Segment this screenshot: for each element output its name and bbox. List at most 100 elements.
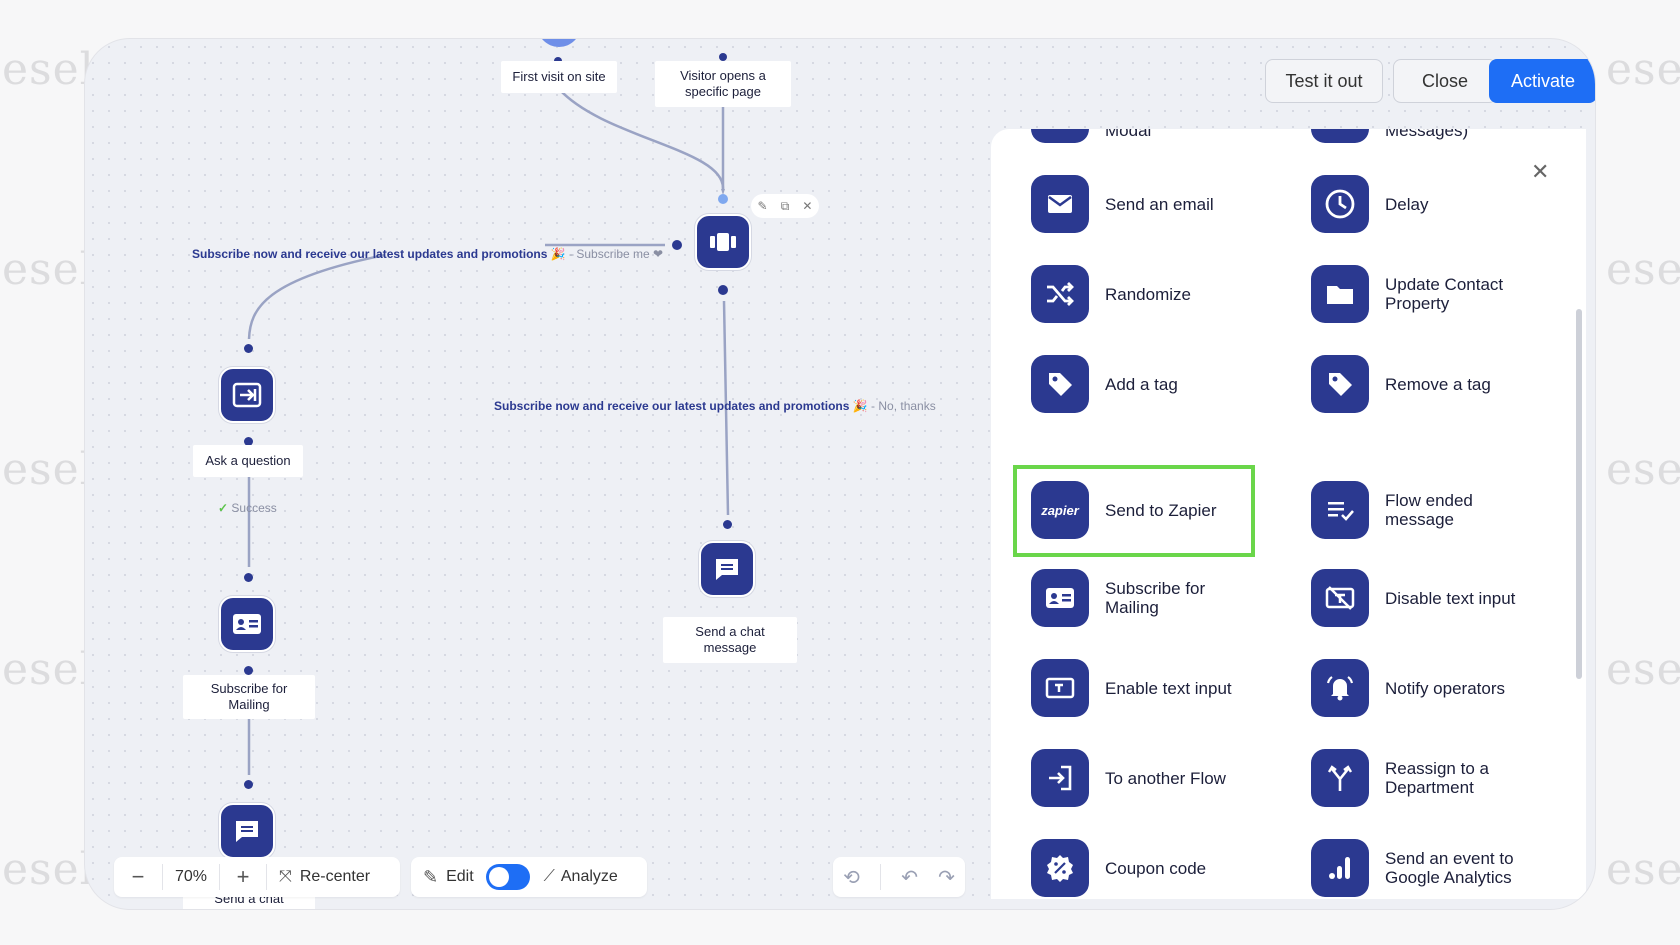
- analyze-icon: ⟋: [543, 868, 555, 885]
- recenter-button[interactable]: ⤧ Re-center: [267, 868, 370, 886]
- test-it-out-button[interactable]: Test it out: [1265, 59, 1383, 103]
- close-icon[interactable]: ✕: [802, 199, 813, 213]
- duplicate-icon[interactable]: ⧉: [780, 198, 790, 213]
- edit-analyze-toggle[interactable]: [485, 864, 530, 890]
- close-button[interactable]: Close: [1393, 59, 1497, 103]
- link-label-text: Subscribe now and receive our latest upd…: [494, 399, 868, 413]
- tag-icon: [1311, 355, 1369, 413]
- redo-icon[interactable]: ↷: [938, 866, 955, 889]
- action-label: Send to Zapier: [1105, 500, 1217, 520]
- zoom-controls: − 70% + ⤧ Re-center: [114, 857, 400, 897]
- link-label-subscribe[interactable]: Subscribe now and receive our latest upd…: [192, 247, 663, 261]
- link-label-no-thanks[interactable]: Subscribe now and receive our latest upd…: [494, 399, 936, 413]
- action-google-analytics[interactable]: Send an event to Google Analytics: [1311, 839, 1535, 897]
- action-reassign-department[interactable]: Reassign to a Department: [1311, 749, 1515, 807]
- history-controls: ⟲ ↶ ↷: [833, 857, 965, 897]
- chat-message-node-bottom[interactable]: [219, 803, 275, 859]
- analyze-label[interactable]: Analyze: [560, 868, 618, 885]
- panel-scrollbar[interactable]: [1576, 309, 1582, 679]
- action-label: Add a tag: [1105, 374, 1178, 394]
- ask-question-node[interactable]: [219, 367, 275, 423]
- undo-icon[interactable]: ↶: [901, 866, 918, 889]
- trigger-first-visit[interactable]: First visit on site: [501, 61, 617, 93]
- action-delay[interactable]: Delay: [1311, 175, 1428, 233]
- partial-action-icon[interactable]: [1311, 129, 1369, 143]
- action-label: Send an event to Google Analytics: [1385, 849, 1514, 887]
- action-enable-text-input[interactable]: Enable text input: [1031, 659, 1232, 717]
- envelope-icon: [1031, 175, 1089, 233]
- action-label: Notify operators: [1385, 678, 1505, 698]
- partial-action-label: Modal: [1105, 129, 1152, 140]
- zoom-out-button[interactable]: −: [131, 864, 145, 889]
- watermark: esel: [1606, 644, 1680, 695]
- activate-button[interactable]: Activate: [1489, 59, 1595, 103]
- action-notify-operators[interactable]: Notify operators: [1311, 659, 1505, 717]
- action-label: Enable text input: [1105, 678, 1232, 698]
- partial-action-label: Messages): [1385, 129, 1469, 140]
- undo-all-icon[interactable]: ⟲: [843, 866, 860, 889]
- percent-badge-icon: [1031, 839, 1089, 897]
- chat-message-node[interactable]: [699, 541, 755, 597]
- folder-icon: [1311, 265, 1369, 323]
- carousel-icon: [710, 233, 736, 251]
- connector-dot: [244, 437, 253, 446]
- link-label-sub: - No, thanks: [871, 399, 936, 413]
- action-send-email[interactable]: Send an email: [1031, 175, 1214, 233]
- action-label: Randomize: [1105, 284, 1191, 304]
- action-send-to-zapier[interactable]: zapier Send to Zapier: [1031, 481, 1217, 539]
- watermark: esel: [2, 244, 95, 295]
- edit-pencil-icon[interactable]: ✎: [757, 199, 768, 213]
- action-flow-ended-message[interactable]: Flow ended message: [1311, 481, 1505, 539]
- zapier-logo-text: zapier: [1041, 502, 1079, 518]
- text-box-icon: [1031, 659, 1089, 717]
- watermark: esel: [1606, 844, 1680, 895]
- text-off-icon: [1311, 569, 1369, 627]
- split-arrow-icon: [1311, 749, 1369, 807]
- send-chat-label[interactable]: Send a chat message: [663, 617, 797, 663]
- contact-card-icon: [233, 614, 261, 634]
- action-label: Update Contact Property: [1385, 275, 1504, 313]
- watermark: esel: [1606, 444, 1680, 495]
- close-panel-icon[interactable]: ✕: [1531, 159, 1550, 184]
- action-disable-text-input[interactable]: Disable text input: [1311, 569, 1515, 627]
- tag-icon: [1031, 355, 1089, 413]
- action-to-another-flow[interactable]: To another Flow: [1031, 749, 1226, 807]
- chat-icon: [716, 559, 738, 580]
- action-update-contact-property[interactable]: Update Contact Property: [1311, 265, 1535, 323]
- connector-dot: [244, 780, 253, 789]
- ask-question-label[interactable]: Ask a question: [193, 445, 303, 477]
- subscribe-mailing-label[interactable]: Subscribe for Mailing: [183, 675, 315, 719]
- shuffle-icon: [1031, 265, 1089, 323]
- connector-dot: [244, 666, 253, 675]
- connector-dot: [723, 520, 732, 529]
- action-label: Subscribe for Mailing: [1105, 579, 1206, 617]
- partial-action-icon[interactable]: [1031, 129, 1089, 143]
- action-subscribe-mailing[interactable]: Subscribe for Mailing: [1031, 569, 1245, 627]
- connector-dot: [718, 194, 728, 204]
- action-randomize[interactable]: Randomize: [1031, 265, 1191, 323]
- action-label: Disable text input: [1385, 588, 1516, 608]
- watermark: esel: [1606, 244, 1680, 295]
- action-add-tag[interactable]: Add a tag: [1031, 355, 1178, 413]
- node-partial-icon[interactable]: [537, 39, 581, 47]
- toggle-knob: [488, 867, 509, 887]
- analytics-icon: [1311, 839, 1369, 897]
- trigger-visitor-opens-page[interactable]: Visitor opens a specific page: [655, 61, 791, 107]
- action-coupon-code[interactable]: Coupon code: [1031, 839, 1206, 897]
- chat-icon: [236, 821, 258, 842]
- bell-icon: [1311, 659, 1369, 717]
- connector-dot: [244, 573, 253, 582]
- carousel-node[interactable]: [695, 214, 751, 270]
- watermark: esel: [2, 644, 95, 695]
- divider: [880, 864, 882, 890]
- subscribe-mailing-node[interactable]: [219, 596, 275, 652]
- divider: [219, 864, 220, 890]
- watermark: esel: [1606, 44, 1680, 95]
- recenter-label: Re-center: [299, 868, 371, 885]
- action-remove-tag[interactable]: Remove a tag: [1311, 355, 1491, 413]
- list-check-icon: [1311, 481, 1369, 539]
- node-actions-toolbar: ✎ ⧉ ✕: [751, 194, 819, 218]
- highlight-box: [1013, 465, 1255, 557]
- zoom-in-button[interactable]: +: [236, 864, 250, 889]
- link-label-text: Subscribe now and receive our latest upd…: [192, 247, 566, 261]
